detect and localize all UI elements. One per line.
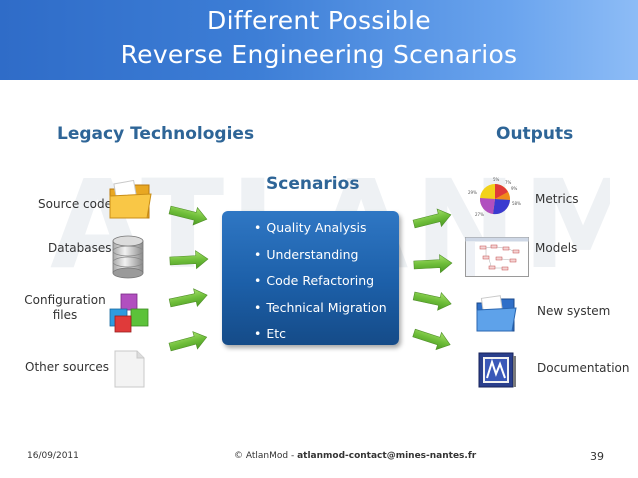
- footer-date: 16/09/2011: [27, 451, 79, 461]
- scenario-item: •Quality Analysis: [254, 220, 367, 235]
- cubes-icon: [109, 293, 149, 333]
- arrow-databases: [169, 250, 209, 270]
- database-icon: [112, 235, 144, 279]
- scenarios-box: •Quality Analysis •Understanding •Code R…: [222, 211, 399, 345]
- pie-label: 9%: [511, 186, 518, 191]
- title-line-1: Different Possible: [207, 6, 431, 35]
- folder-icon: [109, 180, 152, 219]
- title-banner: Different Possible Reverse Engineering S…: [0, 0, 638, 80]
- arrow-source-code: [168, 205, 208, 226]
- output-label-metrics: Metrics: [535, 192, 579, 206]
- legacy-technologies-heading: Legacy Technologies: [57, 124, 255, 144]
- input-label-databases: Databases: [48, 241, 112, 255]
- arrow-documentation: [412, 328, 451, 351]
- footer-copyright-text: © AtlanMod -: [234, 451, 295, 461]
- scenario-item: •Understanding: [254, 246, 359, 262]
- arrow-other-sources: [168, 331, 208, 352]
- page-number: 39: [590, 450, 604, 463]
- input-label-source-code: Source code: [38, 197, 112, 211]
- scenario-item: •Etc: [254, 326, 287, 341]
- pie-label: 27%: [475, 212, 484, 217]
- scenario-item: •Technical Migration: [254, 299, 387, 315]
- output-label-documentation: Documentation: [537, 361, 630, 375]
- model-diagram-icon: [465, 237, 529, 277]
- arrow-metrics: [412, 208, 452, 229]
- scenarios-list: •Quality Analysis •Understanding •Code R…: [254, 220, 399, 353]
- title-line-2: Reverse Engineering Scenarios: [120, 40, 518, 69]
- pie-chart-icon: 5% 7% 9% 29% 58% 27%: [468, 177, 521, 217]
- arrow-new-system: [412, 291, 452, 311]
- output-label-models: Models: [535, 241, 578, 255]
- new-system-folder-icon: [476, 295, 517, 332]
- book-icon: [478, 352, 516, 388]
- pie-label: 29%: [468, 190, 477, 195]
- outputs-heading: Outputs: [496, 124, 574, 144]
- pie-label: 5%: [493, 177, 500, 182]
- pie-label: 7%: [505, 180, 512, 185]
- scenarios-heading: Scenarios: [266, 174, 360, 194]
- output-label-new-system: New system: [537, 304, 611, 318]
- pie-label: 58%: [512, 201, 521, 206]
- input-label-other-sources: Other sources: [25, 360, 109, 374]
- document-icon: [114, 350, 145, 388]
- footer-copyright: © AtlanMod - atlanmod-contact@mines-nant…: [234, 451, 476, 461]
- input-label-configuration-files: Configuration files: [24, 293, 106, 322]
- arrow-configuration-files: [168, 288, 208, 308]
- scenario-item: •Code Refactoring: [254, 273, 375, 288]
- arrow-models: [413, 254, 453, 274]
- footer-contact-email: atlanmod-contact@mines-nantes.fr: [297, 451, 477, 461]
